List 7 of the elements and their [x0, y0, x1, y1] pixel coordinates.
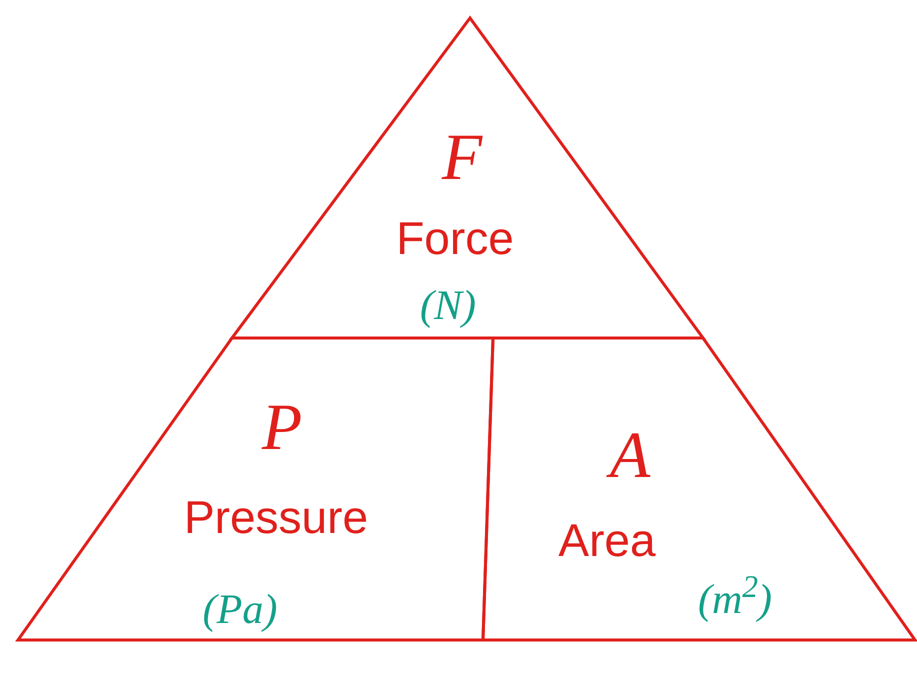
- unit-label: (N): [420, 285, 476, 327]
- quantity-symbol: F: [442, 125, 482, 191]
- quantity-name: Force: [396, 215, 514, 261]
- quantity-name: Pressure: [184, 494, 368, 540]
- quantity-name: Area: [558, 517, 656, 563]
- unit-label: (Pa): [202, 589, 278, 631]
- quantity-symbol: P: [262, 395, 302, 461]
